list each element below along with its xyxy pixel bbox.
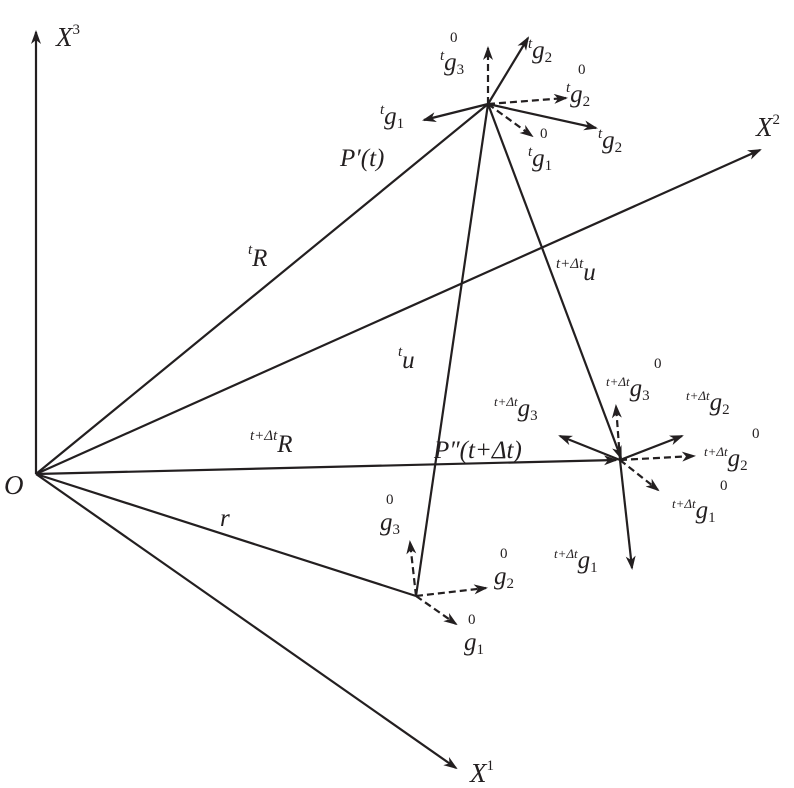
axis-x2-line <box>35 148 762 476</box>
axis-x1-label: X1 <box>469 758 494 788</box>
vector-ttdg3-0-line <box>611 404 622 461</box>
label-tg2-0: tg2 <box>566 80 590 110</box>
label-r: r <box>220 505 230 532</box>
label-g1-0: g1 <box>464 629 484 658</box>
label-p-double: P″(t+Δt) <box>433 437 522 464</box>
label-tg2-0-over: 0 <box>578 62 586 78</box>
label-g2-0-over: 0 <box>500 546 508 562</box>
label-g3-0: g3 <box>380 509 400 538</box>
axis-x3-label: X3 <box>55 22 80 52</box>
vector-ttdR-line <box>35 455 618 476</box>
label-tg2-lower: tg2 <box>598 126 622 156</box>
label-ttdg1-0-over: 0 <box>720 478 728 494</box>
vector-ttdg1-line <box>618 459 636 570</box>
label-tg1: tg1 <box>380 102 404 132</box>
vector-tg2-upper-line <box>487 36 530 105</box>
vector-ttdg3-line <box>558 434 621 462</box>
vector-tg1-line <box>422 102 489 122</box>
label-ttdR: t+ΔtR <box>250 428 293 458</box>
vector-tg1-0-line <box>487 103 534 138</box>
label-tg1-0-over: 0 <box>540 126 548 142</box>
label-ttdg1: t+Δtg1 <box>554 546 598 576</box>
origin-label: O <box>4 470 24 500</box>
vector-ttdg2-line <box>619 434 684 462</box>
label-tu: tu <box>398 344 415 374</box>
axis-x1-line <box>35 473 458 770</box>
label-g1-0-over: 0 <box>468 612 476 628</box>
label-ttdg2-0-over: 0 <box>752 426 760 442</box>
label-ttdg3-0-over: 0 <box>654 356 662 372</box>
label-tg3-0-over: 0 <box>450 30 458 46</box>
label-tR: tR <box>248 242 267 272</box>
label-tg3-0: tg3 <box>440 48 464 78</box>
label-g2-0: g2 <box>494 563 514 592</box>
vector-tu-line <box>414 103 490 597</box>
label-ttdg2: t+Δtg2 <box>686 388 730 418</box>
label-ttdg3-0: t+Δtg3 <box>606 374 650 404</box>
vector-g3-0-line <box>406 540 418 597</box>
label-tg1-0: tg1 <box>528 144 552 174</box>
label-tg2-upper: tg2 <box>528 36 552 66</box>
vector-g2-0-line <box>415 584 488 598</box>
label-p-prime: P′(t) <box>339 145 384 172</box>
label-ttdg3: t+Δtg3 <box>494 394 538 424</box>
label-ttdg1-0: t+Δtg1 <box>672 496 716 526</box>
vector-ttdg1-0-line <box>619 459 660 492</box>
label-ttdu: t+Δtu <box>556 256 596 286</box>
vector-tg2-0-line <box>487 93 568 106</box>
label-g3-0-over: 0 <box>386 492 394 508</box>
axis-x2-label: X2 <box>755 112 780 142</box>
vector-tg2-lower-line <box>487 102 598 131</box>
vector-ttdu-line <box>486 103 623 460</box>
vector-r-line <box>35 472 417 598</box>
vector-ttdg2-0-line <box>619 451 696 462</box>
vector-tR-line <box>35 103 489 475</box>
label-ttdg2-0: t+Δtg2 <box>704 444 748 474</box>
vector-g1-0-line <box>415 595 458 626</box>
